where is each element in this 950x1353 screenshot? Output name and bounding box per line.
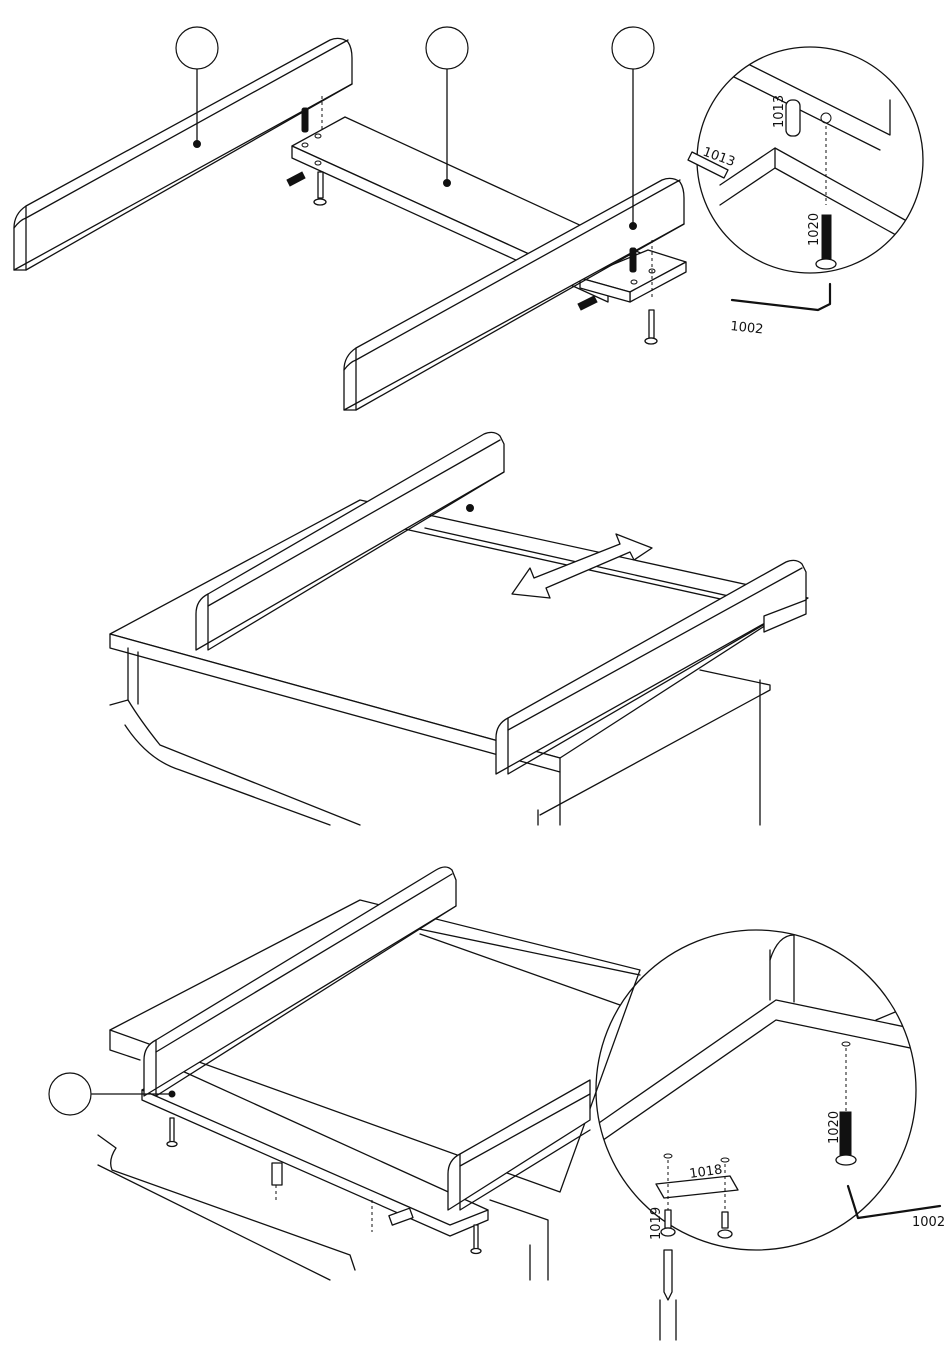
step3-fixing-view: 1020 1002 1018 1019 [49, 867, 945, 1340]
callout-circle-back-board [426, 27, 468, 69]
label-1020-step3: 1020 [827, 1111, 842, 1144]
label-1002-step1: 1002 [730, 319, 764, 337]
callout-circle-left-rail [176, 27, 218, 69]
step1-detail-view: 1013 1013 1020 1002 [688, 47, 923, 337]
step1-exploded-view: 1013 1013 1020 1002 [14, 27, 923, 410]
callout-circle-back-board-fixing [49, 1073, 91, 1115]
label-1019: 1019 [649, 1207, 664, 1240]
callout-circle-right-rail [612, 27, 654, 69]
screwdriver-icon [664, 1250, 672, 1300]
label-1020-step1: 1020 [807, 213, 822, 246]
label-1013-top: 1013 [772, 95, 787, 128]
label-1002-step3: 1002 [912, 1215, 945, 1230]
step2-slide-view [110, 432, 808, 825]
step3-detail-view: 1020 1002 1018 1019 [596, 930, 945, 1340]
